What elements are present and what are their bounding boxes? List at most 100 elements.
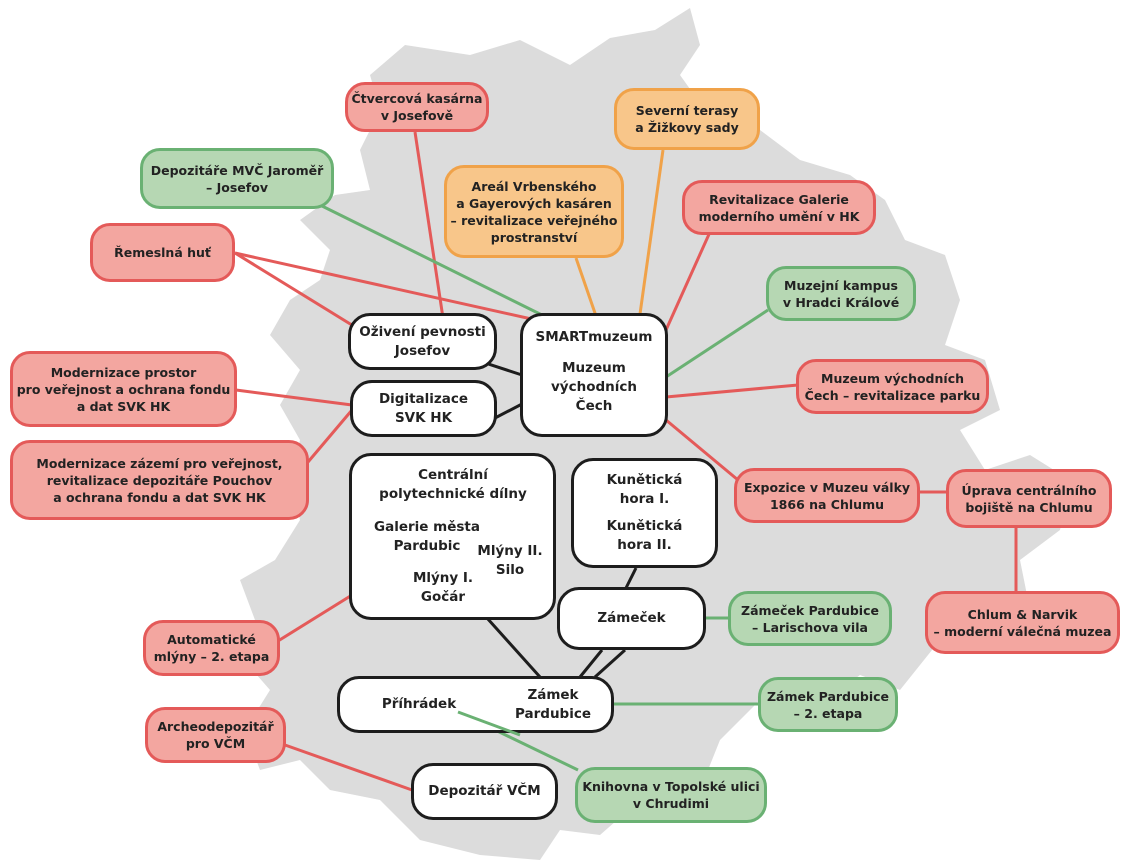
label-line: Depozitář VČM (428, 783, 541, 799)
hub-zamecek: Zámeček (557, 587, 706, 650)
line-modernizace-prostor (235, 388, 353, 407)
hub-zamek-pardubice (337, 676, 614, 733)
label-line: hora I. (619, 491, 670, 507)
label-line: SMARTmuzeum (535, 329, 653, 345)
label-line: Modernizace prostor (50, 364, 197, 380)
line-muzeum-park (665, 383, 799, 399)
label-mlyny-ii: Mlýny II. Silo (472, 542, 548, 580)
line-digitalizace-smart (494, 402, 523, 420)
node-zamecek-pardubice: Zámeček Pardubice – Larischova vila (728, 591, 892, 646)
node-muzejni-kampus: Muzejní kampus v Hradci Králové (766, 266, 916, 321)
label-line: Modernizace zázemí pro veřejnost, (36, 455, 283, 471)
label-line: Josefov (394, 342, 451, 359)
label-line: Silo (495, 562, 525, 578)
label-line: Depozitáře MVČ Jaroměř (150, 162, 324, 178)
label-line: Řemeslná huť (114, 245, 211, 260)
label-line: a Gayerových kasáren (456, 195, 612, 211)
label-line: a ochrana fondu a dat SVK HK (53, 489, 266, 505)
label-line: Čech (575, 398, 613, 414)
label-line: – moderní válečná muzea (933, 623, 1112, 639)
node-galerie-moderniho-umeni: Revitalizace Galerie moderního umění v H… (682, 180, 876, 235)
line-remeslna (234, 251, 537, 322)
line-severni (638, 149, 665, 315)
label-line: a dat SVK HK (76, 398, 171, 414)
line-kuneticka-zamecek (624, 567, 638, 589)
label-prihradek: Příhrádek (378, 695, 460, 714)
label-line: Pardubic (393, 538, 461, 554)
line-archeo (284, 743, 413, 792)
label-line: Oživení pevnosti (359, 323, 486, 340)
line-areal (574, 257, 598, 317)
hub-smartmuzeum: SMARTmuzeum Muzeum východních Čech (520, 313, 668, 437)
label-line: Kunětická (606, 472, 683, 488)
label-line: Muzeum (562, 360, 626, 376)
label-line: v Josefově (380, 108, 454, 123)
line-zamecek-zamek-2 (593, 648, 627, 679)
label-line: Archeodepozitář (157, 719, 274, 734)
node-remeslna-hut: Řemeslná huť (90, 223, 235, 282)
label-centralni-dilny: Centrální polytechnické dílny (360, 466, 546, 504)
label-line: 1866 na Chlumu (769, 496, 884, 512)
label-line: Příhrádek (381, 696, 457, 712)
line-kampus (665, 308, 769, 379)
node-knihovna-chrudim: Knihovna v Topolské ulici v Chrudimi (575, 767, 767, 823)
label-line: Knihovna v Topolské ulici (582, 779, 760, 794)
node-depozitare-mvc: Depozitáře MVČ Jaroměř – Josefov (140, 148, 334, 209)
node-areal-kasaren: Areál Vrbenského a Gayerových kasáren – … (444, 165, 624, 258)
line-modernizace-zazemi (306, 409, 354, 463)
label-line: Expozice v Muzeu války (743, 479, 911, 495)
label-line: pro VČM (185, 736, 246, 751)
line-remeslna-oziveni (234, 251, 361, 332)
label-line: mlýny – 2. etapa (153, 649, 270, 664)
line-prihradek-knihovna (457, 710, 521, 737)
line-galerie-hk (664, 231, 712, 331)
line-ctvercova (413, 131, 445, 319)
label-line: Centrální (418, 467, 488, 483)
label-line: Muzejní kampus (784, 277, 898, 293)
label-zamek-pardubice: Zámek Pardubice (505, 686, 601, 724)
label-line: Mlýny I. (412, 570, 474, 586)
hub-depozitar-vcm: Depozitář VČM (411, 763, 558, 820)
label-line: Digitalizace (378, 390, 469, 407)
label-line: Gočár (420, 589, 466, 605)
node-zamek-pardubice-etapa: Zámek Pardubice – 2. etapa (758, 677, 898, 732)
label-line: a Žižkovy sady (635, 120, 739, 135)
label-line: polytechnické dílny (379, 486, 527, 502)
node-severni-terasy: Severní terasy a Žižkovy sady (614, 88, 760, 150)
node-automaticke-mlyny: Automatické mlýny – 2. etapa (143, 620, 280, 676)
label-line: Chlum & Narvik (967, 606, 1078, 622)
hub-digitalizace: Digitalizace SVK HK (350, 380, 497, 437)
label-line: Zámeček (597, 610, 666, 626)
label-line: revitalizace depozitáře Pouchov (46, 472, 273, 488)
label-line: Čtvercová kasárna (351, 91, 483, 106)
label-galerie-mesta: Galerie města Pardubic (372, 518, 482, 556)
label-line: moderního umění v HK (698, 208, 860, 224)
label-line: Revitalizace Galerie (709, 191, 849, 207)
hub-kuneticka-hora: Kunětická hora I. Kunětická hora II. (571, 458, 718, 568)
node-uprava-bojiste: Úprava centrálního bojiště na Chlumu (946, 469, 1112, 528)
node-modernizace-prostor: Modernizace prostor pro veřejnost a ochr… (10, 351, 237, 427)
label-line: pro veřejnost a ochrana fondu (16, 381, 231, 397)
node-modernizace-zazemi: Modernizace zázemí pro veřejnost, revita… (10, 440, 309, 520)
label-line: v Hradci Králové (782, 294, 900, 310)
label-line: Automatické (167, 632, 256, 647)
label-line: hora II. (617, 537, 672, 553)
label-line: Kunětická (606, 518, 683, 534)
line-zamecek-zamek (578, 649, 604, 678)
label-line: v Chrudimi (632, 796, 710, 811)
label-line: – Larischova vila (752, 619, 868, 635)
hub-pardubice-cluster (349, 453, 556, 620)
hub-oziveni-pevnosti: Oživení pevnosti Josefov (348, 313, 497, 370)
label-line: – revitalizace veřejného (450, 212, 618, 228)
label-line: – Josefov (206, 179, 268, 195)
line-depozitare-mvc (319, 203, 549, 320)
label-line: Čech – revitalizace parku (804, 387, 981, 403)
label-line: Mlýny II. (477, 543, 543, 559)
line-automaticke (277, 593, 353, 643)
label-line: bojiště na Chlumu (965, 499, 1093, 515)
label-line: Severní terasy (635, 103, 739, 118)
label-line: Zámek Pardubice (766, 688, 890, 704)
label-line: východních (550, 379, 637, 395)
